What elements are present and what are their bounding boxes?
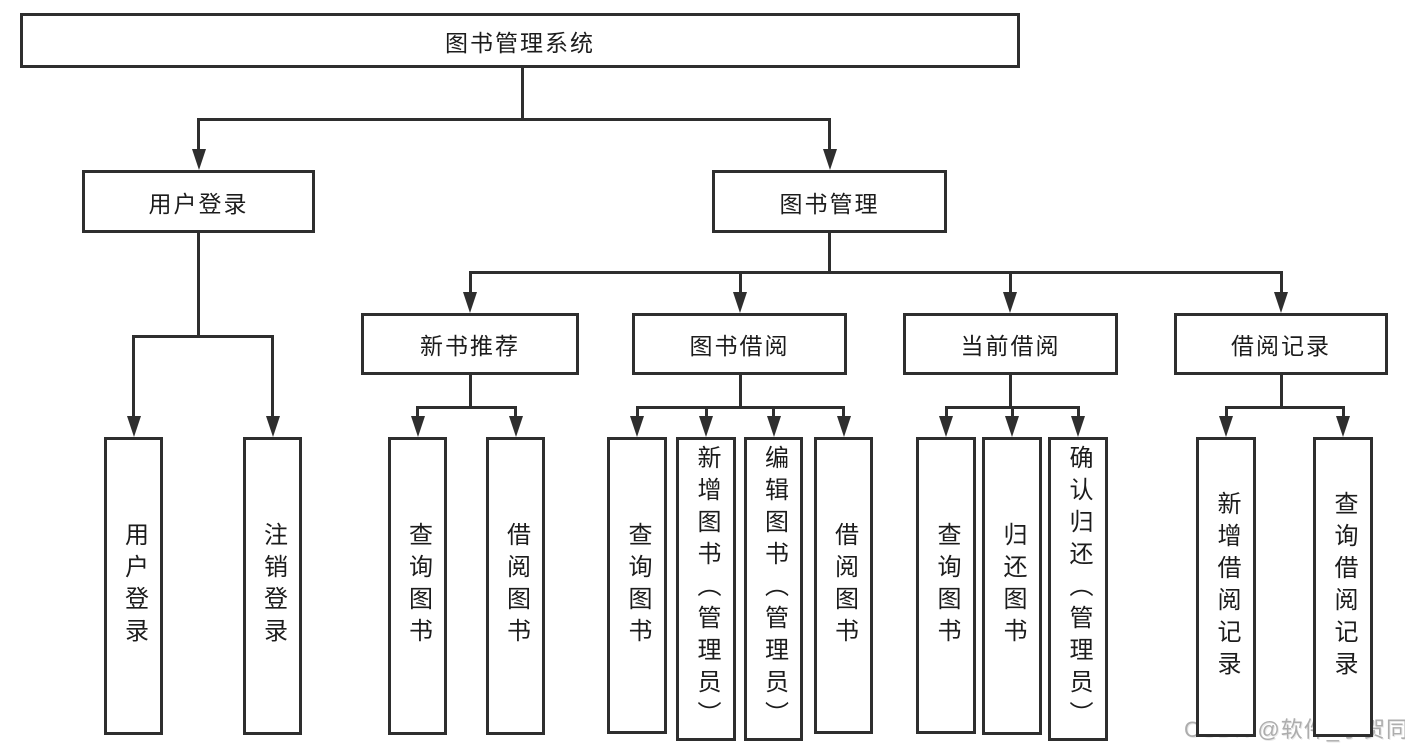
connector-stem-user-login [197,233,200,338]
connector-bar-library-management-system [197,118,831,121]
box-query-books-borrowing: 查询图书 [607,437,667,734]
box-user-login-action: 用户登录 [104,437,163,735]
connector-stem-book-borrowing [738,375,742,409]
arrowhead-down-icon [822,149,837,170]
connector-drop-borrowing-records [1341,406,1345,420]
box-add-books-admin: 新增图书（管理员） [676,437,736,741]
box-book-borrowing: 图书借阅 [632,313,847,375]
arrowhead-down-icon [733,292,747,313]
arrowhead-down-icon [265,416,280,437]
box-label-edit-books-admin: 编辑图书（管理员） [760,445,788,733]
arrowhead-down-icon [508,416,523,437]
box-label-confirm-return-admin: 确认归还（管理员） [1065,445,1092,733]
connector-drop-book-borrowing [772,406,775,420]
box-label-query-books-recommend: 查询图书 [404,522,432,650]
box-label-borrowing-records: 借阅记录 [1231,333,1331,359]
box-label-query-books-borrowing: 查询图书 [624,521,651,650]
arrowhead-down-icon [1071,416,1085,437]
connector-drop-library-management-system [828,118,831,153]
box-label-query-borrowing-record: 查询借阅记录 [1330,491,1357,683]
arrowhead-down-icon [1274,292,1288,313]
box-logout-action: 注销登录 [243,437,302,735]
arrowhead-down-icon [126,416,141,437]
box-current-borrowing: 当前借阅 [903,313,1118,375]
connector-drop-book-borrowing [635,406,639,420]
connector-bar-borrowing-records [1224,406,1345,409]
arrowhead-down-icon [699,416,713,437]
connector-bar-book-management [468,271,1283,274]
arrowhead-down-icon [1219,416,1233,437]
arrowhead-down-icon [766,416,781,437]
box-query-books-recommend: 查询图书 [388,437,447,735]
connector-stem-borrowing-records [1279,375,1283,409]
box-label-current-borrowing: 当前借阅 [960,333,1061,359]
box-label-query-books-current: 查询图书 [933,521,960,650]
box-label-user-login: 用户登录 [148,190,249,217]
box-return-books: 归还图书 [982,437,1042,735]
connector-drop-book-management [468,271,472,296]
connector-drop-current-borrowing [1076,406,1080,420]
box-label-new-book-recommendation: 新书推荐 [420,333,520,359]
box-add-borrowing-record: 新增借阅记录 [1196,437,1256,737]
arrowhead-down-icon [410,416,425,437]
box-edit-books-admin: 编辑图书（管理员） [744,437,803,741]
box-label-borrow-books-recommend: 借阅图书 [502,522,530,650]
connector-stem-library-management-system [520,68,524,121]
box-label-book-borrowing: 图书借阅 [689,333,790,359]
arrowhead-down-icon [836,416,851,437]
box-label-add-books-admin: 新增图书（管理员） [693,445,720,733]
arrowhead-down-icon [939,416,953,437]
connector-drop-book-management [1008,271,1012,296]
arrowhead-down-icon [463,292,477,313]
box-query-books-current: 查询图书 [916,437,976,734]
connector-drop-book-management [1279,271,1283,296]
box-label-return-books: 归还图书 [999,522,1026,650]
box-library-management-system: 图书管理系统 [20,13,1020,68]
connector-drop-borrowing-records [1224,406,1228,420]
box-user-login: 用户登录 [82,170,315,233]
box-book-management: 图书管理 [712,170,947,233]
connector-stem-current-borrowing [1008,375,1012,409]
connector-drop-book-borrowing [704,406,708,420]
connector-bar-user-login [132,335,274,338]
box-label-user-login-action: 用户登录 [120,522,148,650]
box-new-book-recommendation: 新书推荐 [361,313,579,375]
box-borrow-books-recommend: 借阅图书 [486,437,545,735]
connector-drop-current-borrowing [1010,406,1014,420]
box-borrow-books-borrowing: 借阅图书 [814,437,873,734]
box-label-logout-action: 注销登录 [259,522,287,650]
connector-drop-new-book-recommendation [416,406,419,420]
box-query-borrowing-record: 查询借阅记录 [1313,437,1373,737]
box-label-add-borrowing-record: 新增借阅记录 [1213,491,1240,683]
arrowhead-down-icon [1005,416,1019,437]
connector-drop-user-login [132,335,135,420]
arrowhead-down-icon [630,416,644,437]
box-label-book-management: 图书管理 [779,190,880,217]
connector-bar-new-book-recommendation [416,406,517,409]
connector-stem-book-management [828,233,831,274]
arrowhead-down-icon [1003,292,1017,313]
connector-drop-current-borrowing [944,406,948,420]
connector-drop-library-management-system [197,118,200,153]
arrowhead-down-icon [1336,416,1350,437]
connector-drop-book-management [738,271,742,296]
connector-drop-user-login [271,335,274,420]
arrowhead-down-icon [191,149,206,170]
box-label-library-management-system: 图书管理系统 [445,29,595,56]
connector-drop-book-borrowing [842,406,845,420]
connector-drop-new-book-recommendation [514,406,517,420]
box-confirm-return-admin: 确认归还（管理员） [1048,437,1108,741]
connector-bar-book-borrowing [635,406,845,409]
box-borrowing-records: 借阅记录 [1174,313,1388,375]
box-label-borrow-books-borrowing: 借阅图书 [830,521,858,650]
connector-stem-new-book-recommendation [468,375,472,409]
